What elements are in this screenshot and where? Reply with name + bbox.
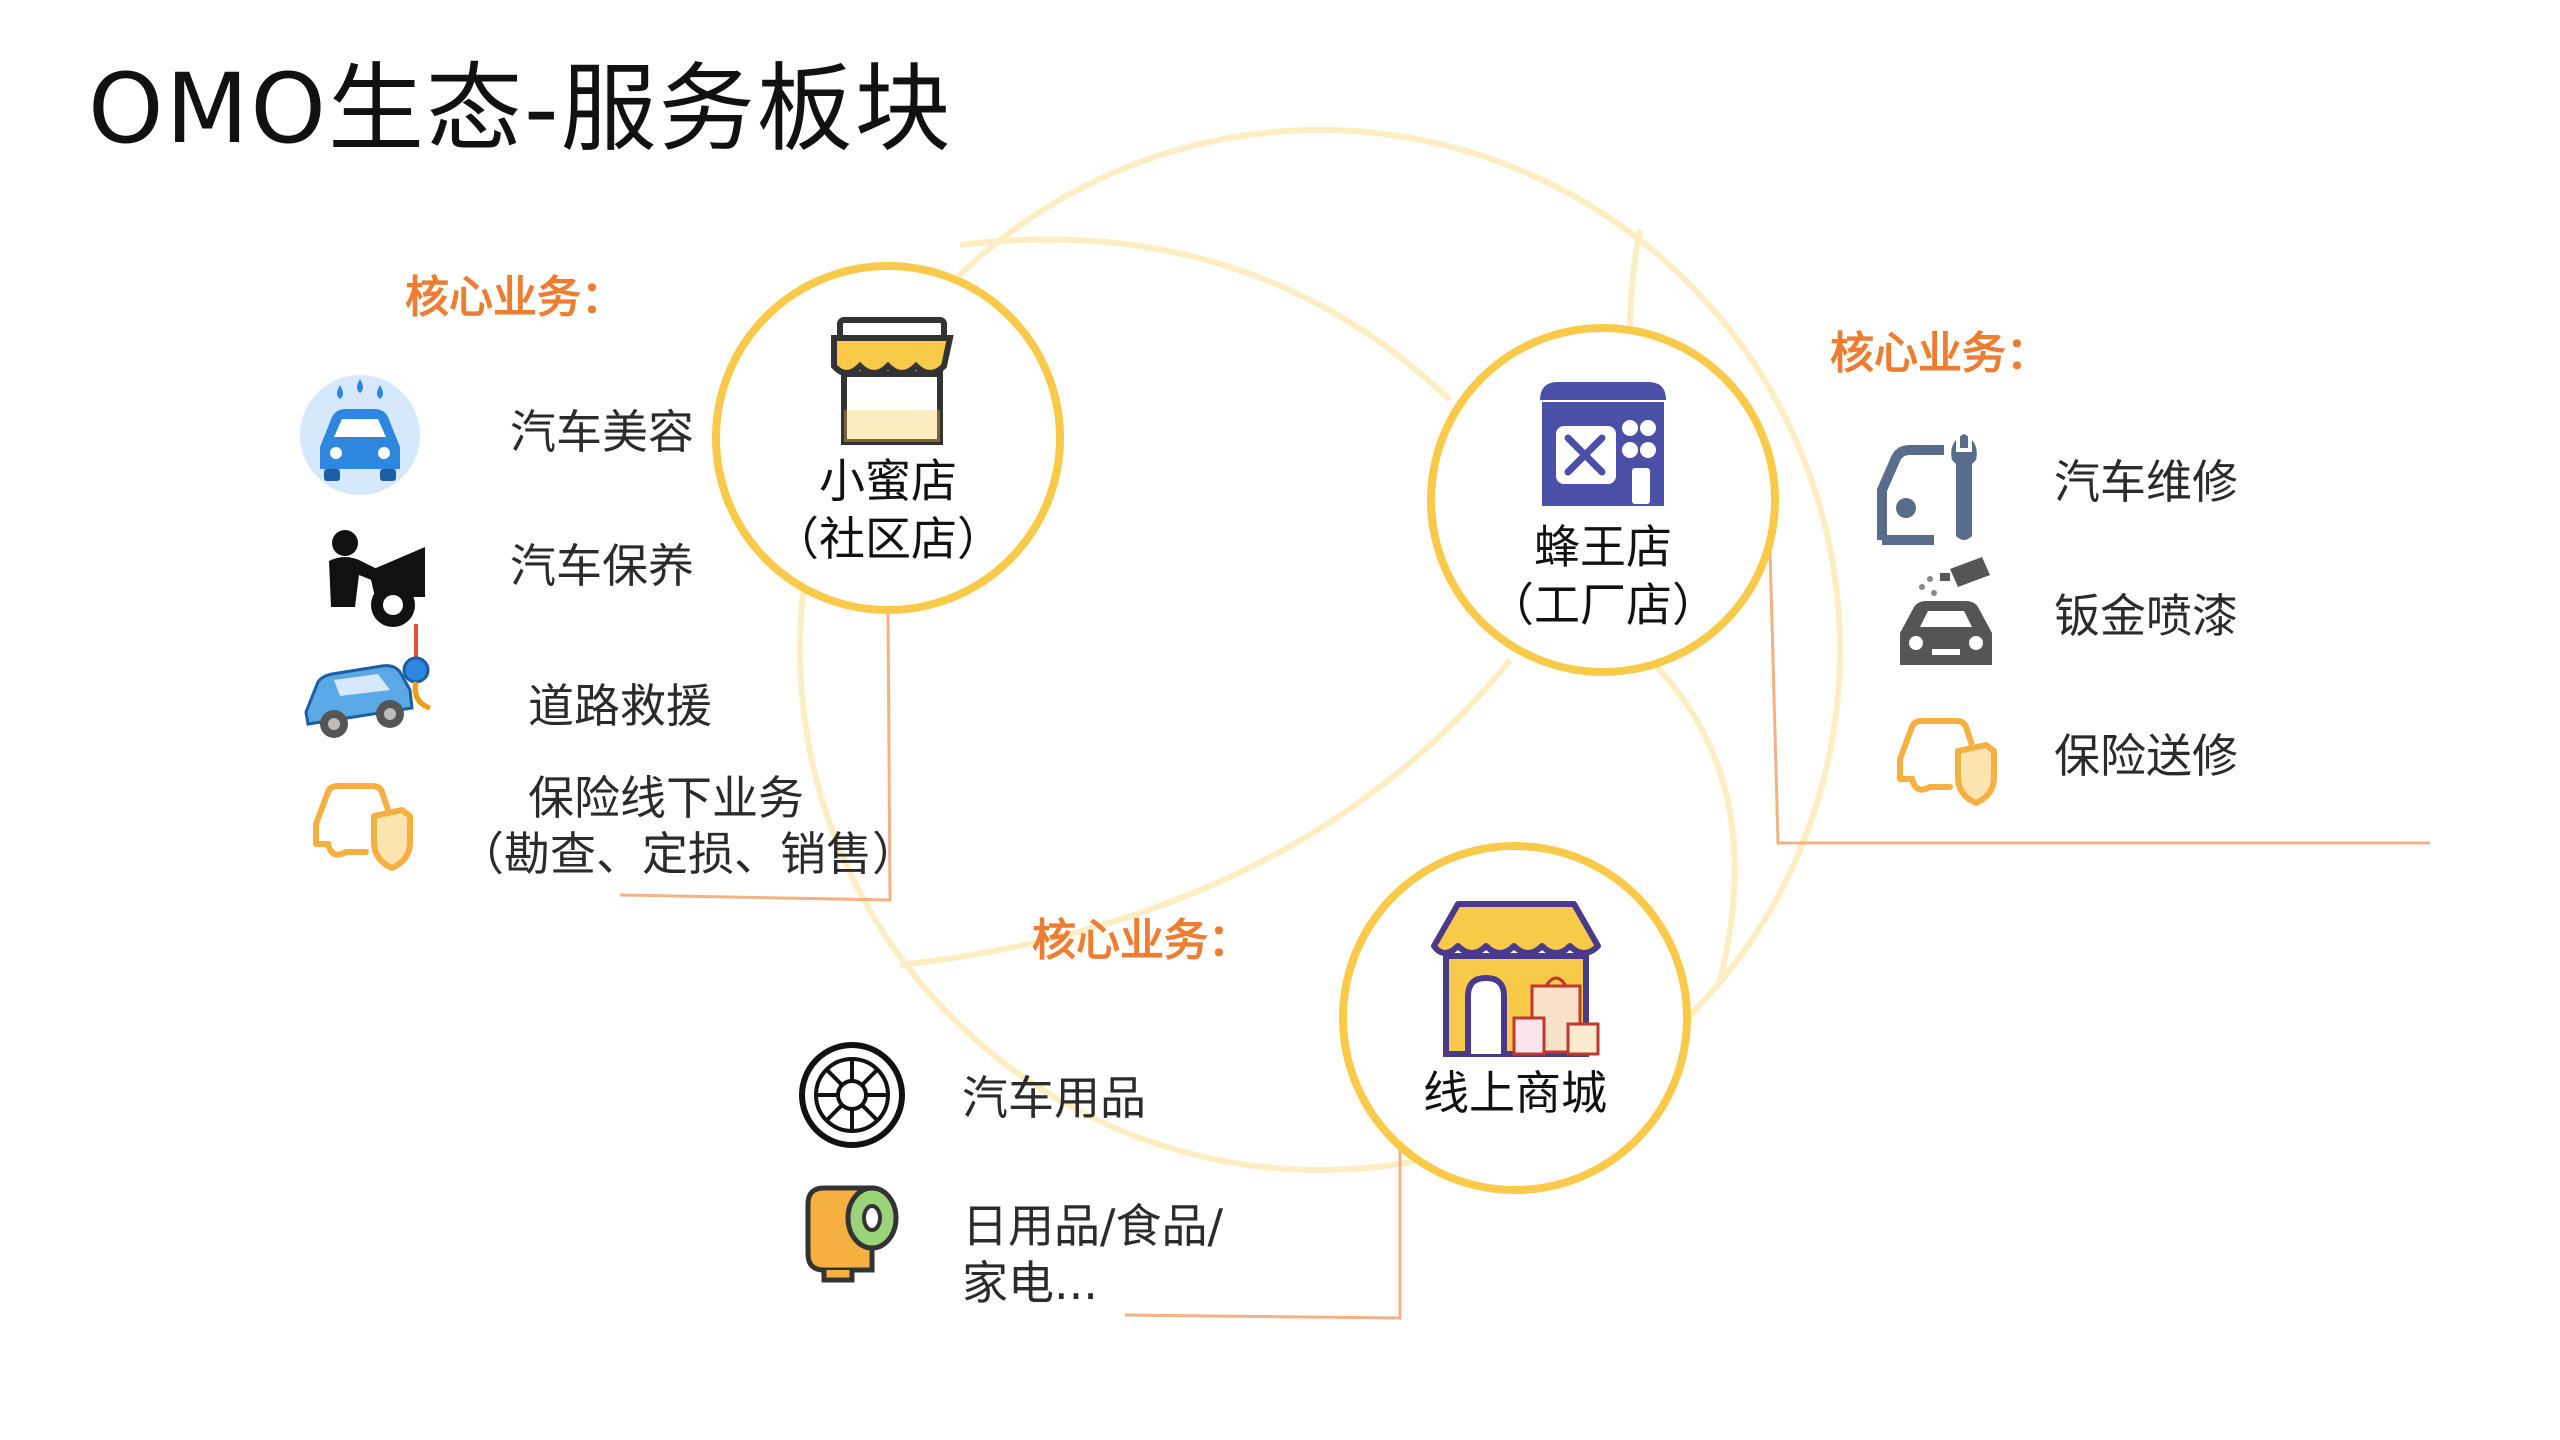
connector-line	[619, 609, 892, 902]
online-item-daily-goods: 日用品/食品/	[962, 1199, 1223, 1253]
community-item-road-rescue: 道路救援	[528, 679, 712, 733]
connector-line	[1768, 549, 2430, 845]
car-maintenance-icon	[329, 530, 425, 627]
spray-paint-icon	[1900, 557, 1992, 665]
community-item-insurance-offline-detail: （勘查、定损、销售）	[458, 827, 918, 881]
ecosystem-ring	[797, 127, 1843, 1173]
repair-shop-icon	[1540, 382, 1666, 506]
car-insurance-icon	[313, 783, 413, 871]
inner-arc	[899, 658, 1513, 968]
online-item-daily-goods-more: 家电...	[962, 1256, 1098, 1310]
factory-item-sheet-metal-paint: 钣金喷漆	[2054, 589, 2238, 643]
hub-factory-name: 蜂王店	[1534, 520, 1672, 574]
inner-arc	[1647, 657, 1738, 981]
toilet-paper-icon	[805, 1185, 899, 1283]
inner-arc	[1627, 229, 1643, 331]
hub-community-name: 小蜜店	[819, 454, 957, 508]
factory-item-car-repair: 汽车维修	[2054, 455, 2238, 509]
shop-bags-icon	[1431, 901, 1601, 1057]
hub-factory-subtitle: （工厂店）	[1488, 578, 1718, 632]
tire-icon	[799, 1042, 905, 1148]
inner-arc	[959, 236, 1453, 403]
tow-truck-icon	[304, 624, 431, 738]
community-item-insurance-offline: 保险线下业务	[528, 771, 804, 825]
page-title: OMO生态-服务板块	[88, 53, 953, 165]
community-core-heading: 核心业务：	[405, 272, 625, 323]
hub-online-name: 线上商城	[1423, 1066, 1607, 1120]
car-wash-icon	[300, 375, 420, 495]
community-item-car-beauty: 汽车美容	[510, 405, 694, 459]
factory-core-heading: 核心业务：	[1830, 328, 2050, 379]
storefront-icon	[831, 317, 954, 445]
online-core-heading: 核心业务：	[1032, 915, 1252, 966]
hub-community-subtitle: （社区店）	[773, 512, 1003, 566]
online-item-car-supplies: 汽车用品	[962, 1071, 1146, 1125]
car-repair-icon	[1877, 434, 1977, 545]
connector-line	[1124, 1140, 1402, 1320]
factory-item-insurance-repair: 保险送修	[2054, 729, 2238, 783]
community-item-car-maintenance: 汽车保养	[510, 539, 694, 593]
car-insurance-icon	[1897, 718, 1997, 806]
